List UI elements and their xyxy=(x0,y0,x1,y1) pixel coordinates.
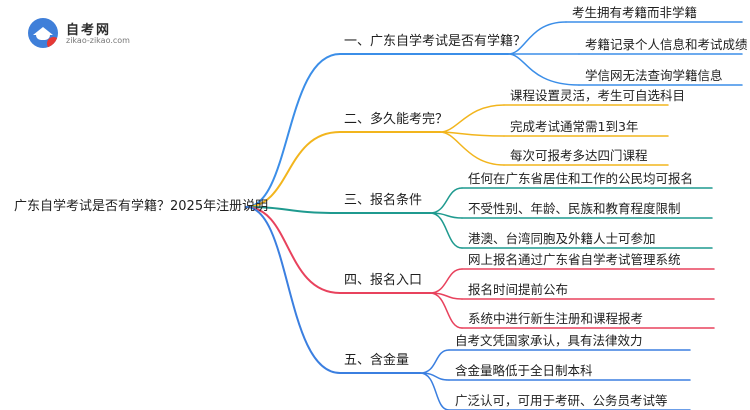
leaf-2-3: 每次可报考多达四门课程 xyxy=(510,148,648,163)
leaf-5-3: 广泛认可，可用于考研、公务员考试等 xyxy=(455,393,668,408)
leaf-4-1: 网上报名通过广东省自学考试管理系统 xyxy=(468,252,681,267)
leaf-1-3: 学信网无法查询学籍信息 xyxy=(585,68,723,83)
leaf-5-1: 自考文凭国家承认，具有法律效力 xyxy=(455,333,643,348)
root-connector-5 xyxy=(245,206,341,374)
leaf-connector-5-3 xyxy=(419,372,450,410)
branch-label-5: 五、含金量 xyxy=(344,353,410,368)
branch-label-4: 四、报名入口 xyxy=(344,273,423,288)
root-connector-2 xyxy=(245,131,341,208)
leaf-connector-5-1 xyxy=(419,349,450,374)
leaf-connector-1-1 xyxy=(507,21,567,55)
leaf-1-1: 考生拥有考籍而非学籍 xyxy=(572,5,698,20)
site-logo: 自考网 zikao-zikao.com xyxy=(28,18,138,50)
root-connector-4 xyxy=(245,206,341,294)
leaf-4-2: 报名时间提前公布 xyxy=(468,282,569,297)
leaf-connector-3-1 xyxy=(429,187,463,214)
branch-label-3: 三、报名条件 xyxy=(344,193,423,208)
leaf-connector-3-3 xyxy=(429,212,463,249)
logo-name: 自考网 xyxy=(66,23,112,38)
logo-url: zikao-zikao.com xyxy=(66,36,130,45)
branch-label-2: 二、多久能考完？ xyxy=(344,112,449,127)
graduation-cap-icon xyxy=(28,18,58,48)
leaf-1-2: 考籍记录个人信息和考试成绩 xyxy=(585,37,748,52)
root-connector-3 xyxy=(245,206,341,214)
branch-label-1: 一、广东自学考试是否有学籍？ xyxy=(344,34,527,49)
leaf-connector-4-1 xyxy=(429,268,463,294)
leaf-2-1: 课程设置灵活，考生可自选科目 xyxy=(510,88,686,103)
leaf-connector-2-1 xyxy=(439,104,505,133)
leaf-connector-4-3 xyxy=(429,292,463,329)
leaf-connector-1-3 xyxy=(507,53,580,86)
leaf-5-2: 含金量略低于全日制本科 xyxy=(455,363,593,378)
leaf-3-1: 任何在广东省居住和工作的公民均可报名 xyxy=(468,171,694,186)
leaf-3-3: 港澳、台湾同胞及外籍人士可参加 xyxy=(468,231,656,246)
root-connector-1 xyxy=(245,53,341,208)
leaf-connector-2-3 xyxy=(439,131,505,166)
leaf-2-2: 完成考试通常需1到3年 xyxy=(510,119,639,134)
leaf-3-2: 不受性别、年龄、民族和教育程度限制 xyxy=(468,201,681,216)
leaf-4-3: 系统中进行新生注册和课程报考 xyxy=(468,311,644,326)
root-topic: 广东自学考试是否有学籍？2025年注册说明 xyxy=(14,199,269,214)
